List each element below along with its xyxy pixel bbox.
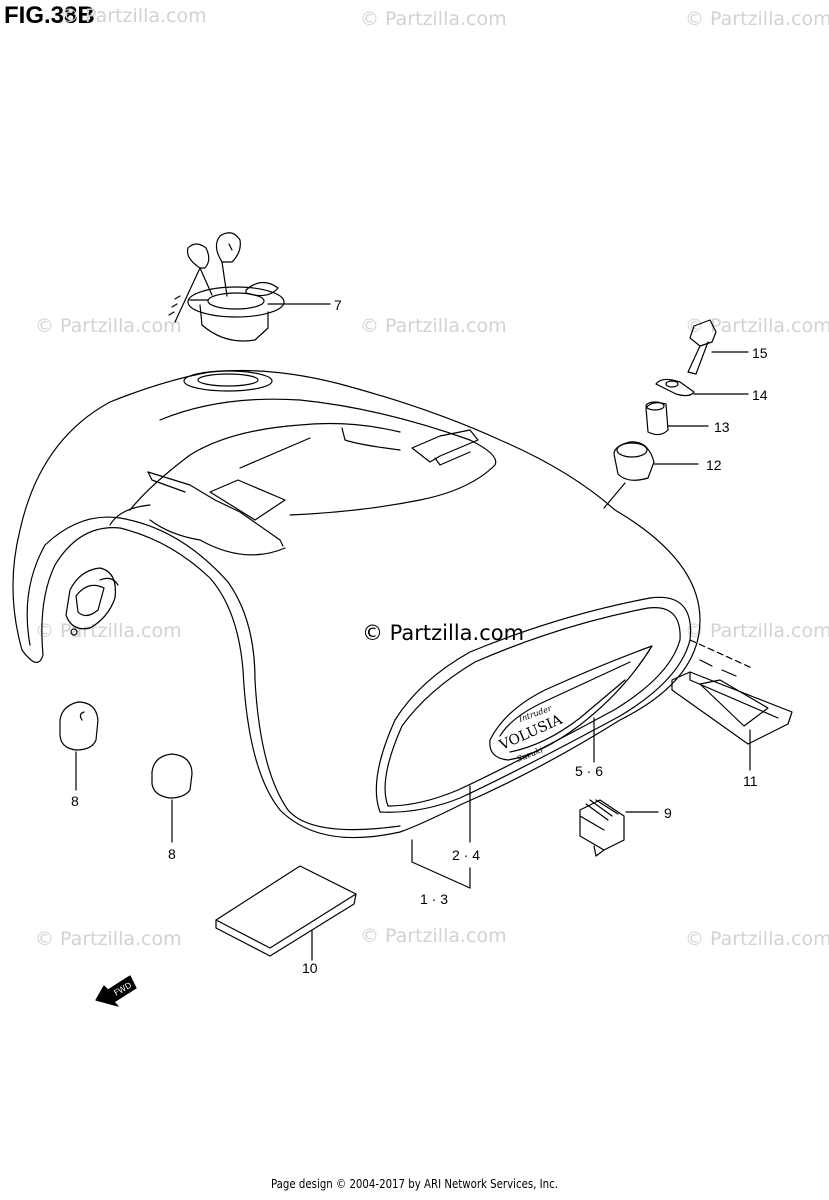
callout-1-3: 1 · 3 bbox=[420, 891, 448, 907]
watermark: © Partzilla.com bbox=[360, 925, 507, 947]
callout-2-4: 2 · 4 bbox=[452, 847, 480, 863]
callout-8: 8 bbox=[71, 793, 79, 809]
watermark: © Partzilla.com bbox=[685, 315, 829, 337]
callout-13: 13 bbox=[714, 419, 730, 435]
callout-9: 9 bbox=[664, 805, 672, 821]
callout-8: 8 bbox=[168, 846, 176, 862]
callout-15: 15 bbox=[752, 345, 768, 361]
center-watermark: © Partzilla.com bbox=[362, 621, 524, 645]
page-footer: Page design © 2004-2017 by ARI Network S… bbox=[270, 1177, 559, 1191]
watermark: © Partzilla.com bbox=[685, 620, 829, 642]
watermark: © Partzilla.com bbox=[685, 8, 829, 30]
washer bbox=[655, 378, 749, 397]
grommet bbox=[151, 753, 193, 843]
callout-10: 10 bbox=[302, 960, 318, 976]
leader-lines bbox=[267, 303, 753, 889]
mounting-clip bbox=[579, 799, 659, 857]
callout-14: 14 bbox=[752, 387, 768, 403]
watermark: © Partzilla.com bbox=[360, 315, 507, 337]
collar bbox=[645, 401, 709, 436]
watermarks: © Partzilla.com © Partzilla.com © Partzi… bbox=[35, 5, 829, 950]
emblem-script-bottom: Suzuki bbox=[515, 745, 544, 764]
bolt bbox=[687, 319, 749, 375]
callout-5-6: 5 · 6 bbox=[575, 763, 603, 779]
callout-labels: 7 15 14 13 12 11 5 · 6 9 8 8 2 · 4 1 · 3… bbox=[71, 297, 768, 976]
volusia-emblem bbox=[489, 645, 653, 761]
callout-7: 7 bbox=[334, 297, 342, 313]
watermark: © Partzilla.com bbox=[685, 928, 829, 950]
cushion bbox=[603, 441, 699, 509]
watermark: © Partzilla.com bbox=[35, 928, 182, 950]
watermark: © Partzilla.com bbox=[35, 620, 182, 642]
grommet bbox=[59, 701, 99, 791]
rear-cushion-plate bbox=[671, 659, 793, 771]
figure-title: FIG.38B bbox=[4, 2, 95, 29]
watermark: © Partzilla.com bbox=[360, 8, 507, 30]
fuel-cap-with-keys bbox=[168, 232, 285, 342]
callout-11: 11 bbox=[743, 773, 758, 789]
watermark: © Partzilla.com bbox=[60, 5, 207, 27]
fwd-arrow-icon bbox=[95, 975, 137, 1007]
pad bbox=[215, 865, 357, 961]
watermark: © Partzilla.com bbox=[35, 315, 182, 337]
callout-12: 12 bbox=[706, 457, 722, 473]
